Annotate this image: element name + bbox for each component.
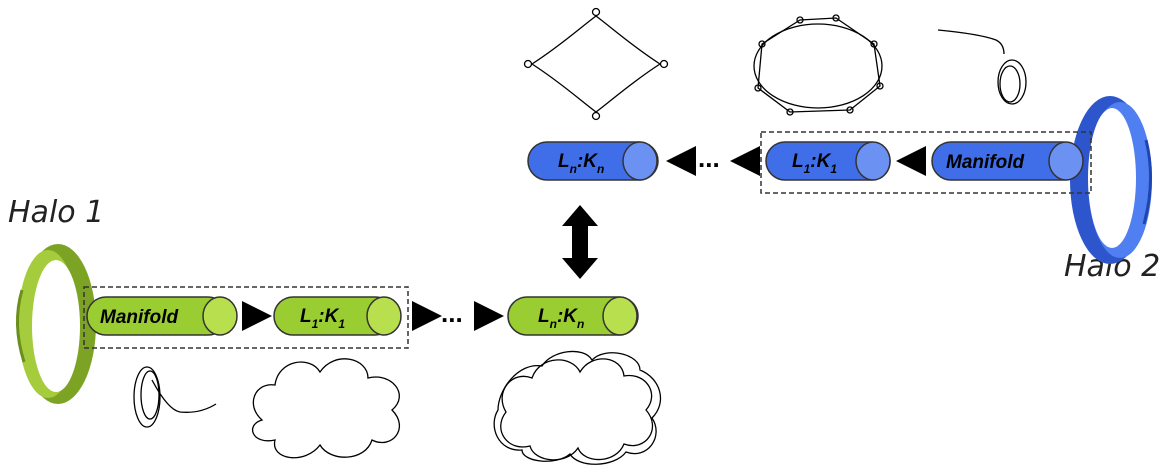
- double-arrow: [562, 205, 598, 279]
- blue-l1k1-cylinder: L1:K1: [765, 141, 891, 181]
- double-cloud-knot-sketch: [493, 350, 662, 465]
- green-lnkn-cylinder: Ln:Kn: [507, 296, 639, 336]
- blue-lnkn-cylinder: Ln:Kn: [527, 141, 659, 181]
- green-manifold-cylinder: Manifold: [86, 296, 238, 336]
- blue-lnkn-label: Ln:Kn: [558, 151, 604, 176]
- green-ellipsis: ...: [441, 298, 463, 328]
- loop-tail-knot-sketch: [937, 29, 1027, 105]
- green-dashed-box: [83, 286, 409, 349]
- trefoil-loop-sketch: [133, 366, 217, 428]
- star-knot-sketch: [753, 14, 884, 116]
- blue-manifold-label: Manifold: [946, 152, 1024, 173]
- green-lnkn-label: Ln:Kn: [538, 306, 584, 331]
- halo1-ring: [15, 244, 96, 404]
- green-l1k1-cylinder: L1:K1: [273, 296, 402, 336]
- blue-l1k1-label: L1:K1: [792, 151, 837, 176]
- four-lobe-knot-sketch: [523, 7, 669, 121]
- halo1-label: Halo 1: [8, 195, 104, 230]
- blue-manifold-cylinder: Manifold: [931, 141, 1084, 181]
- cloud-knot-sketch: [251, 358, 400, 459]
- blue-ellipsis: ...: [698, 143, 720, 173]
- blue-dashed-box: [760, 131, 1092, 194]
- halo2-ring: [1070, 96, 1152, 264]
- green-l1k1-label: L1:K1: [300, 306, 345, 331]
- green-manifold-label: Manifold: [100, 307, 178, 328]
